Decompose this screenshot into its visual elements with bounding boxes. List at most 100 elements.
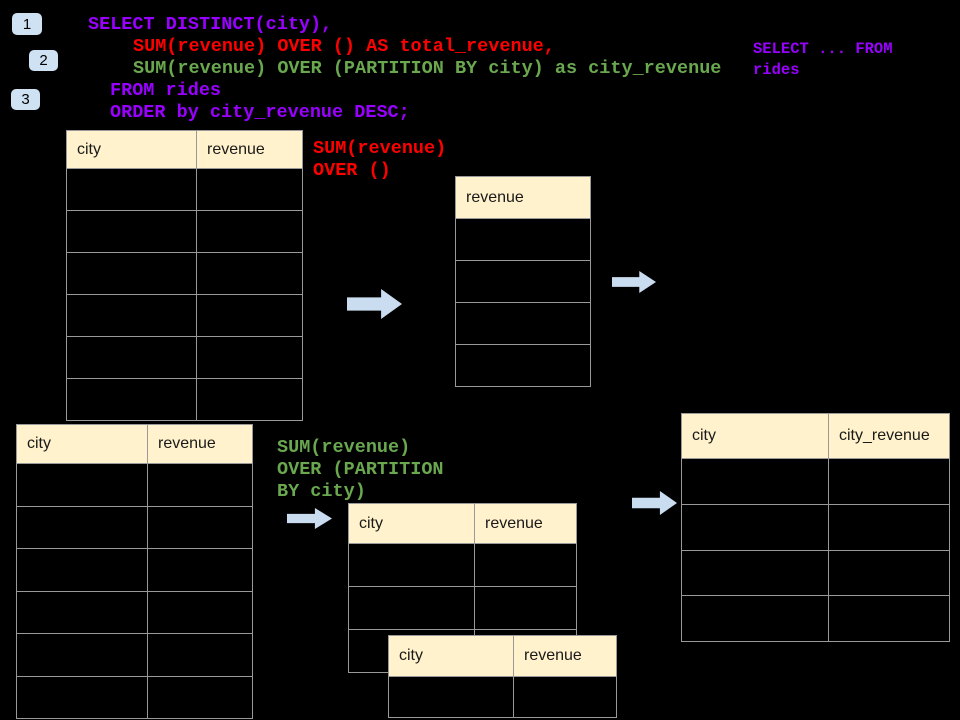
empty-cell — [16, 633, 148, 677]
empty-cell — [681, 549, 829, 597]
sql-line-total-revenue: SUM(revenue) OVER () AS total_revenue, — [133, 36, 555, 57]
partition-annotation-line3: BY city) — [277, 481, 366, 502]
empty-cell — [66, 168, 197, 211]
empty-cell — [66, 252, 197, 295]
sql-line-from: FROM rides — [110, 80, 222, 101]
sql-line-order-by: ORDER by city_revenue DESC; — [110, 102, 410, 123]
table-row — [681, 503, 950, 551]
empty-cell — [66, 294, 197, 337]
sql-line-select: SELECT DISTINCT(city), — [88, 14, 333, 35]
empty-cell — [16, 505, 148, 549]
table-row — [681, 549, 950, 597]
empty-cell — [66, 336, 197, 379]
table-row — [455, 344, 591, 387]
empty-cell — [828, 595, 950, 642]
empty-cell — [16, 675, 148, 719]
table-row — [455, 302, 591, 345]
empty-cell — [828, 458, 950, 505]
table-row — [66, 378, 303, 421]
arrow-right-icon — [347, 289, 402, 319]
table-row — [16, 633, 253, 677]
empty-cell — [196, 168, 303, 211]
step-badge-2: 2 — [29, 50, 58, 71]
column-header: city — [681, 413, 829, 459]
empty-cell — [828, 549, 950, 597]
empty-cell — [16, 548, 148, 592]
column-header: revenue — [455, 176, 591, 219]
partition-annotation-line2: OVER (PARTITION — [277, 459, 444, 480]
empty-cell — [147, 590, 253, 634]
empty-cell — [147, 633, 253, 677]
empty-cell — [16, 590, 148, 634]
empty-cell — [147, 548, 253, 592]
empty-cell — [455, 302, 591, 345]
table-row — [681, 458, 950, 505]
total-revenue-annotation-line1: SUM(revenue) — [313, 138, 447, 159]
empty-cell — [196, 378, 303, 421]
arrow-right-icon — [632, 491, 677, 515]
total-revenue-annotation-line2: OVER () — [313, 160, 391, 181]
empty-cell — [513, 676, 617, 718]
table-row — [16, 463, 253, 507]
table-row — [348, 543, 577, 587]
empty-cell — [681, 503, 829, 551]
empty-cell — [681, 595, 829, 642]
empty-cell — [196, 294, 303, 337]
empty-cell — [66, 210, 197, 253]
empty-cell — [66, 378, 197, 421]
column-header: revenue — [513, 635, 617, 677]
table-row — [66, 252, 303, 295]
arrow-right-icon — [612, 271, 656, 293]
empty-cell — [474, 586, 577, 630]
column-header: revenue — [474, 503, 577, 544]
side-note-line2: rides — [753, 61, 800, 79]
empty-cell — [455, 260, 591, 303]
empty-cell — [348, 586, 475, 630]
table-row — [455, 260, 591, 303]
side-note-line1: SELECT ... FROM — [753, 40, 893, 58]
total-revenue-result-table: revenue — [455, 176, 591, 387]
table-row — [16, 675, 253, 719]
empty-cell — [455, 218, 591, 261]
column-header: city_revenue — [828, 413, 950, 459]
table-row — [66, 294, 303, 337]
table-row — [66, 336, 303, 379]
table-row — [16, 548, 253, 592]
column-header: city — [66, 130, 197, 169]
column-header: city — [348, 503, 475, 544]
empty-cell — [196, 210, 303, 253]
step-badge-3: 3 — [11, 89, 40, 110]
table-row — [66, 168, 303, 211]
empty-cell — [147, 505, 253, 549]
table-row — [681, 595, 950, 642]
column-header: city — [388, 635, 514, 677]
empty-cell — [147, 675, 253, 719]
arrow-right-icon — [287, 508, 332, 529]
empty-cell — [16, 463, 148, 507]
table-row — [16, 590, 253, 634]
table-row — [66, 210, 303, 253]
table-row — [388, 676, 617, 718]
table-row — [348, 586, 577, 630]
empty-cell — [681, 458, 829, 505]
column-header: city — [16, 424, 148, 464]
step-badge-1: 1 — [12, 13, 42, 35]
column-header: revenue — [147, 424, 253, 464]
empty-cell — [388, 676, 514, 718]
table-row — [16, 505, 253, 549]
empty-cell — [474, 543, 577, 587]
partition-annotation-line1: SUM(revenue) — [277, 437, 411, 458]
empty-cell — [348, 543, 475, 587]
empty-cell — [196, 336, 303, 379]
empty-cell — [455, 344, 591, 387]
sql-line-city-revenue: SUM(revenue) OVER (PARTITION BY city) as… — [133, 58, 722, 79]
empty-cell — [196, 252, 303, 295]
